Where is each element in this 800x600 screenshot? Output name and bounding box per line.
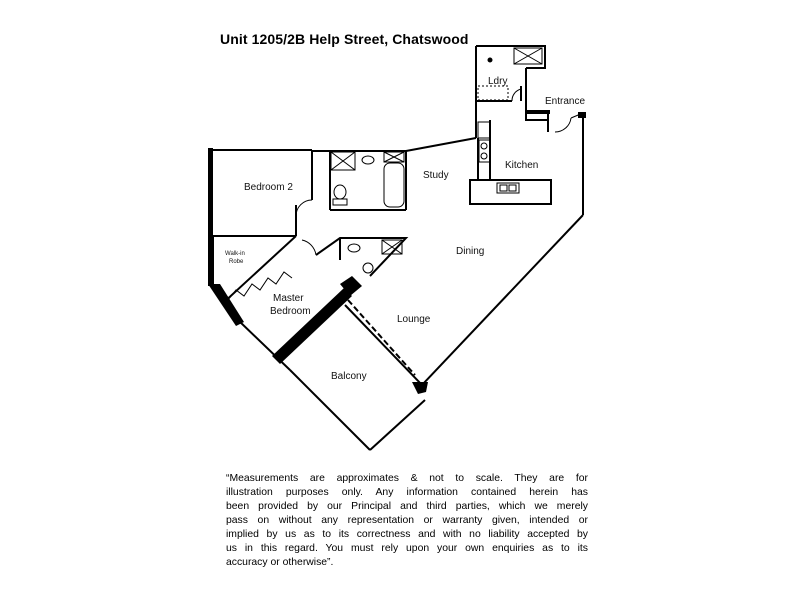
room-label-master-line1: Master [273,293,304,304]
room-label-kitchen: Kitchen [505,160,538,171]
room-label-study: Study [423,170,449,181]
room-label-master-line2: Bedroom [270,306,311,317]
exterior-walls [211,45,584,451]
disclaimer-line: pass on without any representation or wa… [226,515,588,526]
room-label-laundry: Ldry [488,76,507,87]
room-label-dining: Dining [456,246,484,257]
fixtures [227,47,584,301]
room-label-walkin-robe-line2: Robe [229,259,244,265]
disclaimer-line: us in this regard. You must rely upon yo… [226,543,588,554]
disclaimer-line: accuracy or otherwise”. [226,557,334,568]
plan-title: Unit 1205/2B Help Street, Chatswood [220,31,469,47]
room-label-entrance: Entrance [545,96,585,107]
disclaimer-line: been provided by our Principal and third… [226,501,588,512]
disclaimer-line: “Measurements are approximates & not to … [226,473,588,484]
room-label-walkin-robe-line1: Walk-in [225,251,245,257]
room-label-balcony: Balcony [331,371,367,382]
disclaimer-line: illustration purposes only. Any informat… [226,487,588,498]
room-label-lounge: Lounge [397,314,431,325]
disclaimer-line: implied by us as to its correctness and … [226,529,588,540]
disclaimer-text: “Measurements are approximates & not to … [226,472,588,570]
heavy-walls [208,110,586,394]
room-label-bedroom-2: Bedroom 2 [244,182,293,193]
